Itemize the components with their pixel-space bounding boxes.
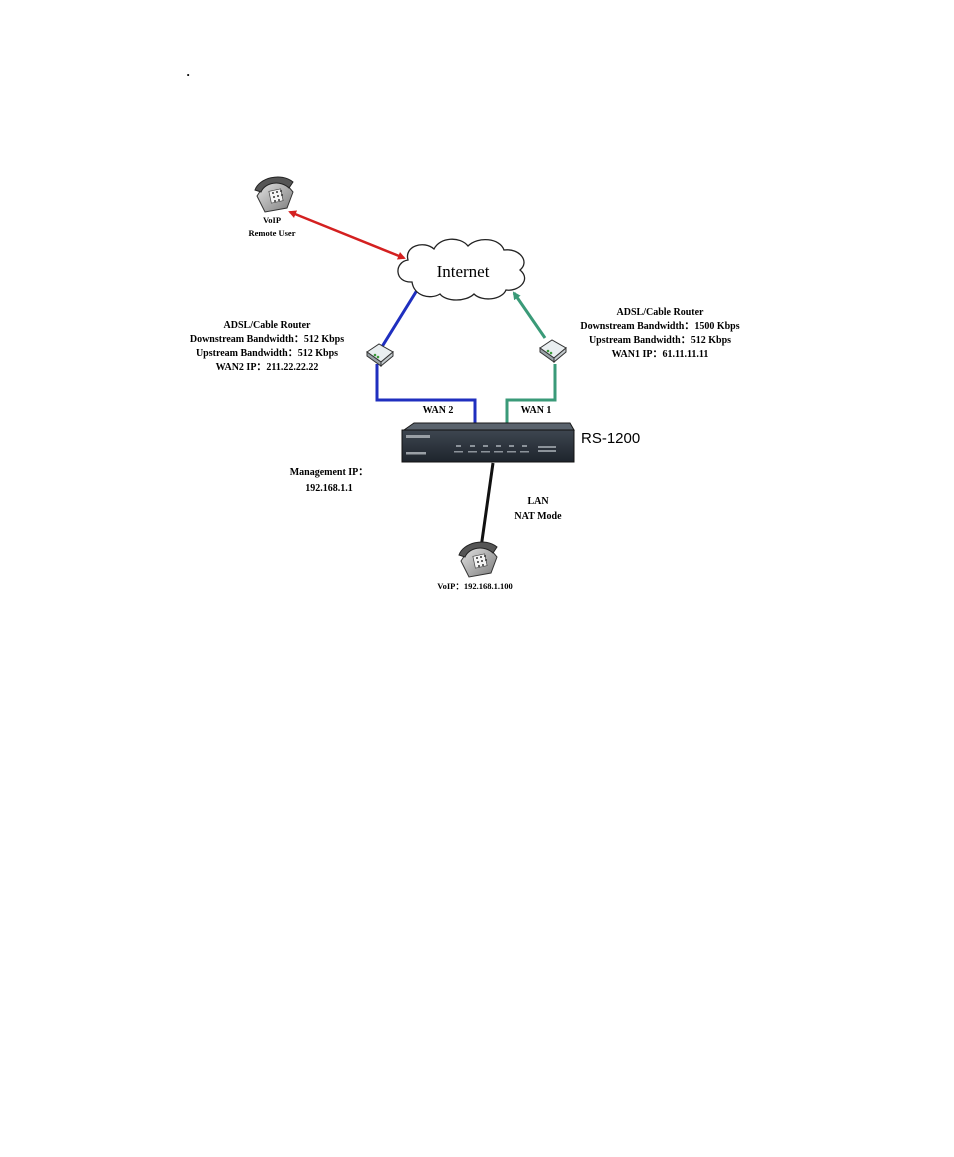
router-left-label-2: Downstream Bandwidth：512 Kbps <box>190 334 344 345</box>
management-ip-label: Management IP： <box>290 467 369 478</box>
internet-label: Internet <box>437 262 490 281</box>
modem-icon <box>366 343 394 368</box>
router-right-label-4: WAN1 IP：61.11.11.11 <box>612 349 709 360</box>
gateway-device-icon <box>401 422 575 463</box>
gateway-device: RS-1200 <box>401 422 640 463</box>
router-left-label-4: WAN2 IP：211.22.22.22 <box>216 362 319 373</box>
telephone-icon <box>254 176 294 213</box>
gateway-model-label: RS-1200 <box>581 430 640 447</box>
management-ip-value: 192.168.1.1 <box>305 483 353 494</box>
wan1-label: WAN 1 <box>521 405 552 416</box>
router-left-label-1: ADSL/Cable Router <box>224 320 312 331</box>
router-left <box>366 343 394 368</box>
wan2-lower-link <box>375 364 477 424</box>
router-left-label-3: Upstream Bandwidth：512 Kbps <box>196 348 338 359</box>
lan-label: LAN <box>527 496 549 507</box>
modem-icon <box>539 339 567 364</box>
lan-link <box>478 462 495 556</box>
local-phone <box>458 541 498 578</box>
wan1-lower-link <box>505 364 557 424</box>
remote-link-arrow <box>288 210 406 260</box>
bullet-mark: · <box>186 67 190 82</box>
remote-phone <box>254 176 294 213</box>
router-right <box>539 339 567 364</box>
wan2-label: WAN 2 <box>423 405 454 416</box>
router-right-label-2: Downstream Bandwidth：1500 Kbps <box>580 321 739 332</box>
wan1-upper-link <box>512 291 547 339</box>
remote-phone-label-1: VoIP <box>263 215 281 225</box>
local-phone-label: VoIP：192.168.1.100 <box>437 581 512 591</box>
router-right-label-1: ADSL/Cable Router <box>617 307 705 318</box>
internet-cloud: Internet <box>397 238 526 301</box>
remote-phone-label-2: Remote User <box>249 228 296 238</box>
router-right-label-3: Upstream Bandwidth：512 Kbps <box>589 335 731 346</box>
telephone-icon <box>458 541 498 578</box>
cloud-icon <box>397 238 526 301</box>
lan-mode-label: NAT Mode <box>514 511 562 522</box>
